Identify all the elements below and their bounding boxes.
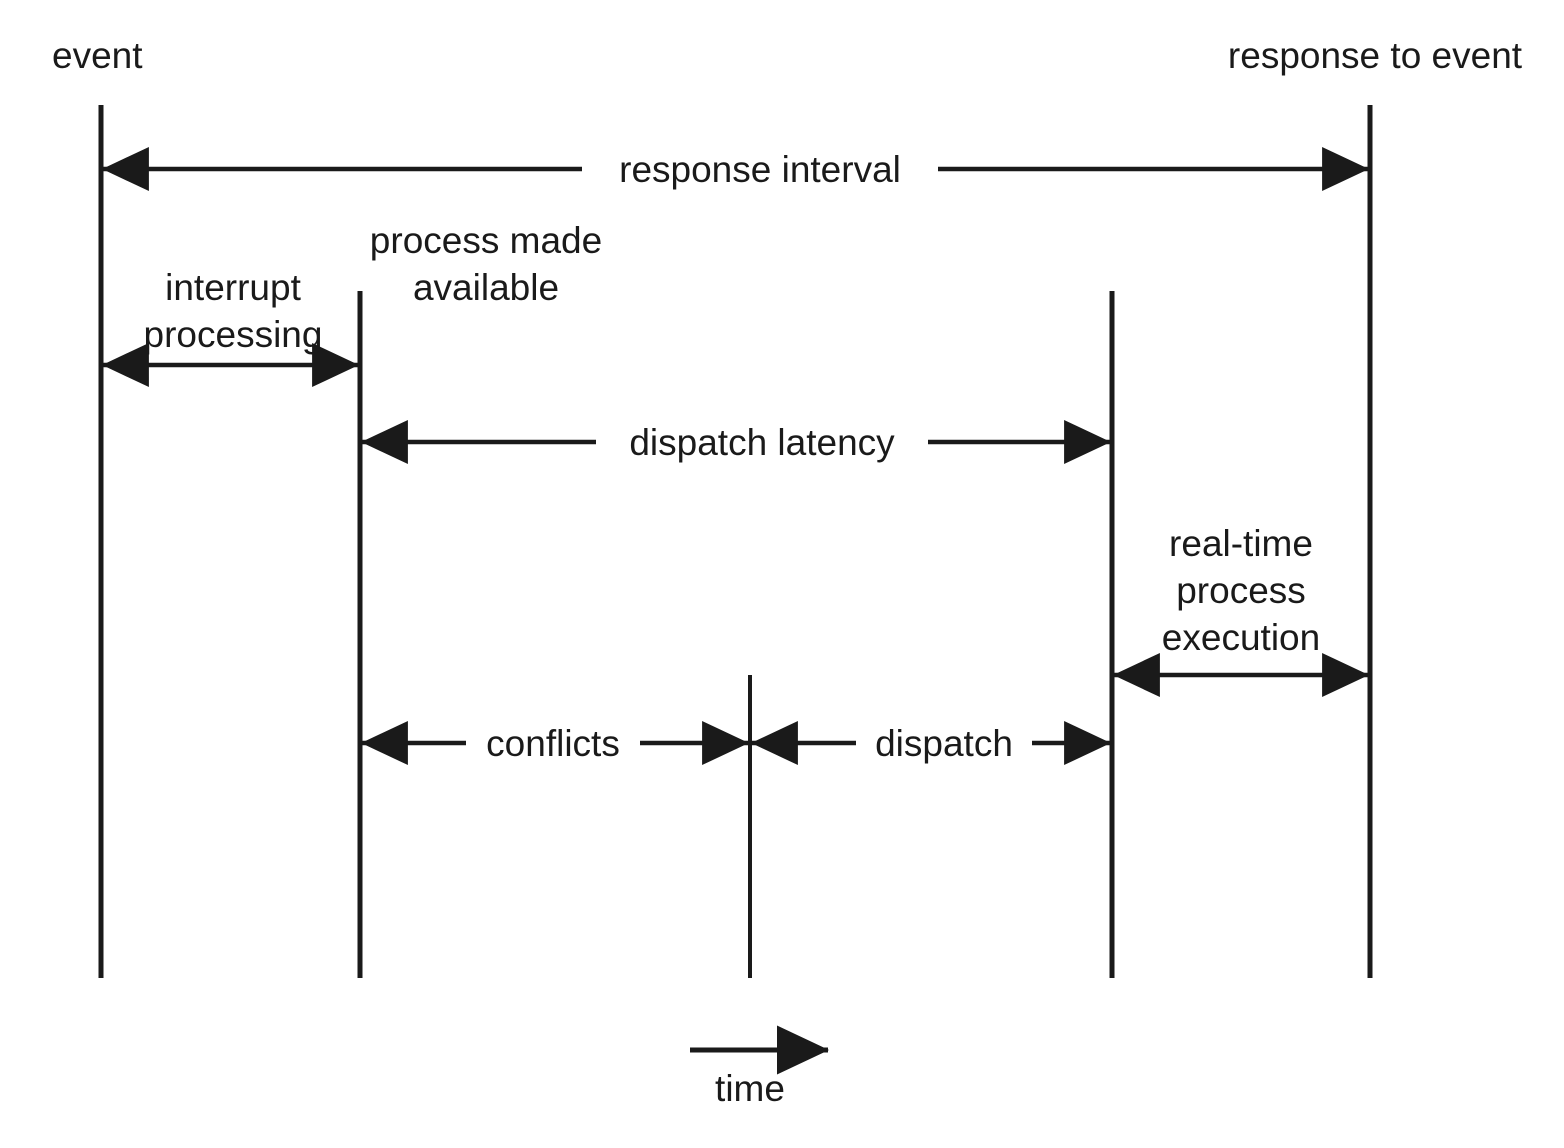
label-real-time-process-execution-line1: real-time — [1169, 523, 1313, 564]
label-dispatch-latency: dispatch latency — [617, 422, 907, 464]
label-real-time-process-execution-line2: process — [1176, 570, 1306, 611]
label-interrupt-processing-line2: processing — [143, 314, 323, 355]
label-process-made-available-line2: available — [412, 267, 560, 308]
label-time-axis: time — [715, 1068, 785, 1109]
label-response-interval: response interval — [607, 149, 913, 191]
label-event: event — [52, 35, 143, 76]
label-process-made-available-line1: process made — [369, 220, 603, 261]
label-real-time-process-execution-line3: execution — [1161, 617, 1321, 658]
label-response-to-event: response to event — [1227, 35, 1523, 76]
label-conflicts: conflicts — [474, 723, 632, 765]
label-dispatch: dispatch — [863, 723, 1025, 765]
label-interrupt-processing-line1: interrupt — [165, 267, 301, 308]
